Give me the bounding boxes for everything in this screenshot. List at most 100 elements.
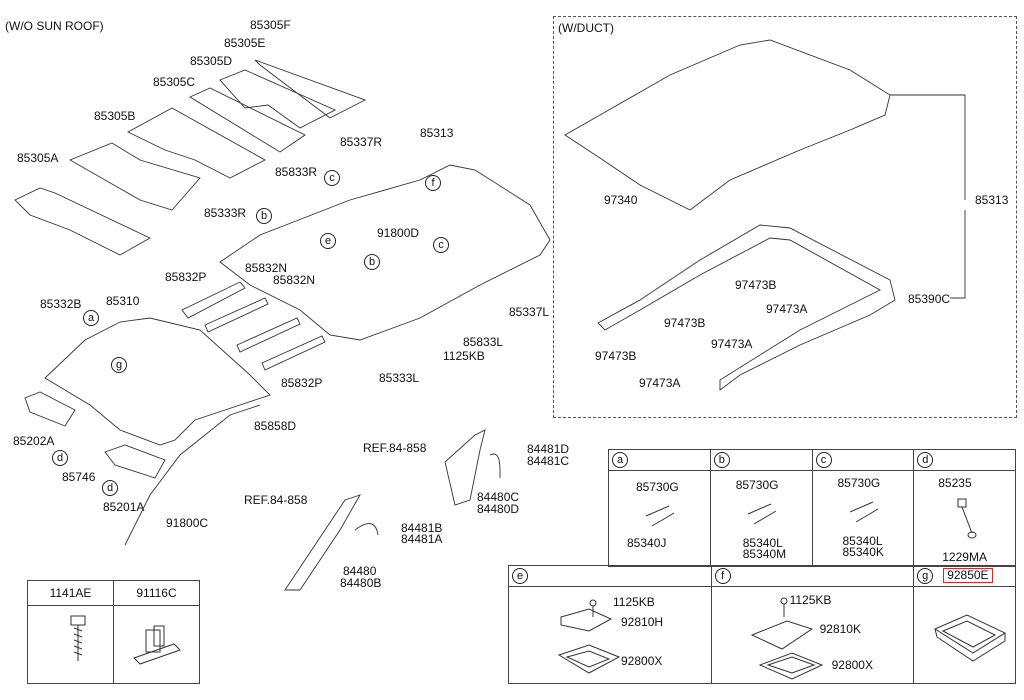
cell-b: 85730G 85340L 85340M	[709, 470, 813, 567]
strip-3	[236, 317, 301, 353]
part-label[interactable]: 84481D	[527, 442, 570, 456]
callout-f[interactable]: f	[425, 175, 441, 191]
part-label[interactable]: 91800D	[377, 226, 420, 240]
callout-a[interactable]: a	[83, 310, 99, 326]
part-label[interactable]: 85333R	[204, 206, 247, 220]
fastener-cell	[27, 605, 114, 684]
callout-b[interactable]: b	[256, 208, 272, 224]
bolt-icon	[70, 615, 86, 661]
part-label[interactable]: 85313	[975, 193, 1009, 207]
part-label[interactable]: 97473B	[735, 278, 777, 292]
cell-header-c: c	[811, 449, 915, 471]
part-label[interactable]: 84480C	[477, 490, 520, 504]
part-label[interactable]: 84480B	[340, 576, 382, 590]
part-label[interactable]: 85202A	[13, 434, 55, 448]
fastener-header: 91116C	[113, 580, 200, 606]
duct-frame-85390C	[597, 224, 896, 391]
part-label[interactable]: 85305C	[153, 75, 196, 89]
headliner-85313	[219, 164, 551, 341]
part-label[interactable]: 85313	[420, 126, 454, 140]
grip-84480	[354, 523, 379, 536]
cell-e: 1125KB 92810H 92800X	[508, 586, 712, 684]
cell-a: 85730G 85340J	[608, 470, 711, 567]
leader-85390C-duct	[950, 210, 966, 299]
part-label[interactable]: 85305A	[17, 151, 59, 165]
part-label[interactable]: 84481C	[527, 454, 570, 468]
cell-header-e: e	[508, 565, 712, 587]
fastener-table: 1141AE 91116C	[27, 580, 200, 684]
callout-g[interactable]: g	[111, 357, 127, 373]
pad-85305A	[14, 187, 151, 256]
callout-table-row2: e f g 92850E 1125KB 92810H 92800X 1125KB…	[508, 565, 1016, 684]
headliner-85310	[44, 317, 271, 446]
part-label[interactable]: 85833L	[463, 335, 504, 349]
part-label[interactable]: 97473A	[766, 302, 808, 316]
part-label[interactable]: 84480	[343, 564, 377, 578]
duct-headliner	[564, 39, 891, 211]
part-label[interactable]: 85310	[106, 294, 140, 308]
part-label[interactable]: 84481A	[401, 532, 443, 546]
pad-85305F	[254, 59, 367, 119]
callout-e[interactable]: e	[320, 233, 336, 249]
w-duct-box	[553, 16, 1017, 418]
callout-d[interactable]: d	[102, 480, 118, 496]
pad-85305B	[68, 142, 201, 211]
part-label[interactable]: 85833R	[275, 165, 318, 179]
part-label[interactable]: 97340	[604, 193, 638, 207]
ref-label[interactable]: REF.84-858	[244, 493, 308, 507]
cell-header-a: a	[608, 449, 711, 471]
part-label[interactable]: 1125KB	[443, 349, 485, 363]
pad-85305C	[127, 107, 266, 179]
part-label[interactable]: 85333L	[379, 371, 420, 385]
cell-c: 85730G 85340L 85340K	[811, 470, 915, 567]
part-label[interactable]: 85832N	[245, 261, 288, 275]
cell-d: 85235 1229MA	[913, 470, 1016, 567]
part-label[interactable]: 85305F	[250, 18, 291, 32]
cell-g	[913, 586, 1016, 684]
strip-4	[261, 335, 326, 371]
part-label[interactable]: 85305B	[94, 109, 136, 123]
part-label[interactable]: 85332B	[40, 297, 82, 311]
part-label[interactable]: 91800C	[166, 516, 209, 530]
ref-label[interactable]: REF.84-858	[363, 441, 427, 455]
part-label[interactable]: 85337R	[340, 135, 383, 149]
callout-b[interactable]: b	[364, 254, 380, 270]
clip-icon	[133, 625, 181, 665]
part-label[interactable]: 84481B	[401, 521, 443, 535]
cell-header-d: d	[913, 449, 1016, 471]
pillar-lower	[284, 494, 361, 591]
part-label[interactable]: 85337L	[509, 305, 550, 319]
part-label[interactable]: 97473B	[595, 349, 637, 363]
part-label[interactable]: 97473A	[639, 376, 681, 390]
callout-c[interactable]: c	[433, 237, 449, 253]
callout-table-row1: a b c d 85730G 85340J 85730G 85340L 8534…	[608, 449, 1016, 567]
part-label[interactable]: 97473B	[664, 316, 706, 330]
fastener-cell	[113, 605, 200, 684]
pillar-upper	[444, 429, 486, 506]
callout-c[interactable]: c	[324, 170, 340, 186]
part-label[interactable]: 85390C	[908, 292, 951, 306]
cell-f: 1125KB 92810K 92800X	[710, 586, 915, 684]
part-label[interactable]: 85305D	[190, 54, 233, 68]
section-title-wo-sunroof: (W/O SUN ROOF)	[5, 19, 104, 33]
part-label[interactable]: 85832N	[273, 273, 316, 287]
part-label[interactable]: 85305E	[224, 36, 266, 50]
grip-84480C	[489, 453, 501, 478]
part-label[interactable]: 85832P	[281, 376, 323, 390]
highlighted-part-92850E[interactable]: 92850E	[943, 568, 993, 583]
part-label[interactable]: 97473A	[711, 337, 753, 351]
part-label[interactable]: 85746	[62, 470, 96, 484]
strip-2	[204, 297, 269, 333]
pad-85305E	[219, 69, 337, 129]
callout-d[interactable]: d	[52, 450, 68, 466]
grip-handle-icon	[849, 501, 878, 523]
visor-85202A	[24, 391, 76, 427]
part-label[interactable]: 85201A	[103, 500, 145, 514]
part-label[interactable]: 84480D	[477, 502, 520, 516]
part-label[interactable]: 85832P	[165, 270, 207, 284]
grip-handle-icon	[645, 505, 675, 527]
part-label[interactable]: 85858D	[254, 419, 297, 433]
grip-handle-icon	[747, 503, 777, 525]
cell-header-f: f	[710, 565, 915, 587]
